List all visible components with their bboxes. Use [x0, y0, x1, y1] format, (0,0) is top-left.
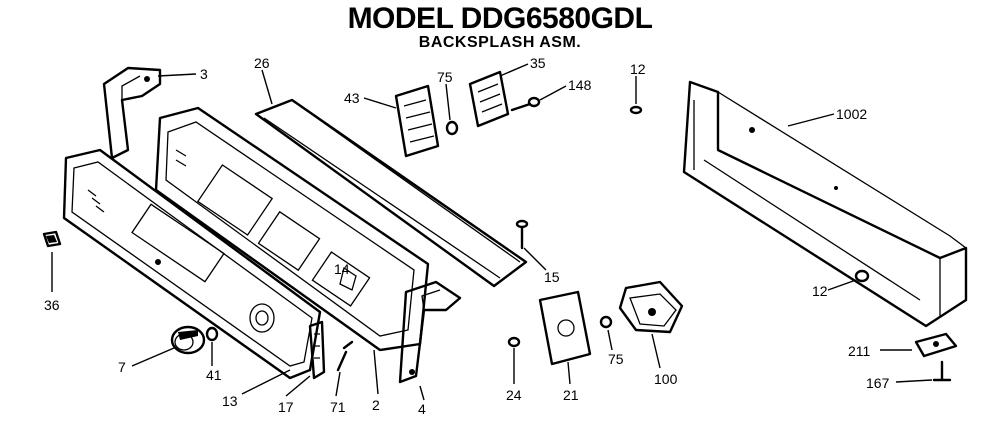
- callout-75-lower: 75: [608, 351, 624, 367]
- part-75-nut-top: [445, 120, 459, 136]
- part-12-screw-top: [629, 105, 643, 115]
- part-100-timer: [618, 280, 684, 334]
- callout-13: 13: [222, 393, 238, 409]
- leader-15: [523, 247, 547, 271]
- part-75-nut-lower: [599, 315, 613, 329]
- callout-12-top: 12: [630, 61, 646, 77]
- part-26-trim-strip: [254, 98, 528, 288]
- callout-3: 3: [200, 66, 208, 82]
- leader-35: [499, 63, 529, 77]
- callout-14: 14: [334, 261, 350, 277]
- callout-7: 7: [118, 359, 126, 375]
- part-1002-rear-housing: [682, 80, 968, 328]
- leader-13: [241, 369, 291, 395]
- part-167-bolt: [932, 360, 952, 382]
- callout-21: 21: [563, 387, 579, 403]
- leader-75-lower: [607, 329, 613, 351]
- part-17-switch: [308, 320, 326, 380]
- part-36-insert: [42, 230, 62, 248]
- part-14-socket: [339, 266, 357, 291]
- leader-26: [261, 69, 273, 105]
- callout-1002: 1002: [836, 106, 867, 122]
- leader-21: [567, 361, 571, 385]
- callout-2: 2: [372, 397, 380, 413]
- callout-24: 24: [506, 387, 522, 403]
- callout-15: 15: [544, 269, 560, 285]
- diagram-subtitle: BACKSPLASH ASM.: [418, 34, 582, 51]
- part-21-control-board: [538, 290, 592, 366]
- callout-26: 26: [254, 55, 270, 71]
- leader-167: [895, 379, 933, 383]
- callout-148: 148: [568, 77, 592, 93]
- callout-4: 4: [418, 401, 426, 417]
- leader-12-right: [827, 279, 857, 291]
- part-211-foot-bracket: [914, 332, 958, 358]
- leader-100: [651, 333, 661, 369]
- leader-3: [157, 73, 197, 77]
- leader-43: [363, 97, 397, 109]
- part-24-screw: [507, 336, 521, 348]
- callout-12-right: 12: [812, 283, 828, 299]
- callout-35: 35: [530, 55, 546, 71]
- leader-71: [335, 371, 341, 397]
- callout-71: 71: [330, 399, 346, 415]
- leader-75-top: [445, 83, 451, 121]
- part-13-control-panel: [62, 148, 322, 380]
- part-43-bracket: [394, 84, 440, 158]
- part-71-screw: [336, 340, 354, 372]
- part-4-end-cap: [398, 280, 462, 384]
- part-35-terminal-block: [468, 70, 510, 128]
- callout-41: 41: [206, 367, 222, 383]
- part-15-screw: [515, 219, 529, 250]
- callout-211: 211: [848, 343, 871, 359]
- part-2-backsplash-frame: [154, 106, 430, 352]
- callout-43: 43: [344, 90, 360, 106]
- leader-7: [131, 347, 175, 367]
- callout-17: 17: [278, 399, 294, 415]
- part-3-end-cap: [102, 66, 162, 160]
- leader-148: [539, 85, 567, 101]
- callout-75-top: 75: [437, 69, 453, 85]
- leader-1002: [787, 113, 835, 127]
- callout-36: 36: [44, 297, 60, 313]
- part-7-knob: [170, 325, 206, 355]
- leader-2: [373, 349, 379, 395]
- part-148-screw: [510, 96, 541, 112]
- part-12-nut-right: [854, 269, 870, 283]
- part-41-clip: [205, 326, 219, 342]
- diagram-title: MODEL DDG6580GDL: [347, 2, 653, 35]
- leader-4: [419, 385, 425, 401]
- leader-17: [285, 375, 311, 397]
- callout-100: 100: [654, 371, 678, 387]
- callout-167: 167: [866, 375, 890, 391]
